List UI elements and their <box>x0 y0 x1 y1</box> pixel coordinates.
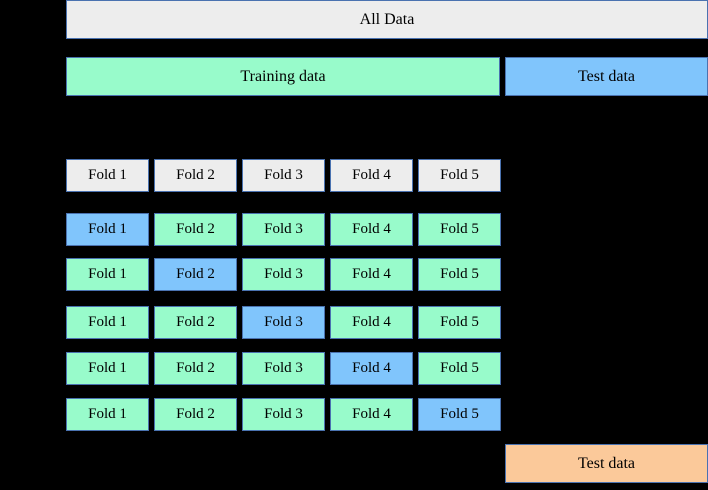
fold-cell: Fold 2 <box>154 258 237 291</box>
fold-cell: Fold 1 <box>66 159 149 192</box>
training-data-bar: Training data <box>66 57 500 96</box>
fold-cell: Fold 4 <box>330 398 413 431</box>
fold-cell: Fold 1 <box>66 398 149 431</box>
fold-cell: Fold 3 <box>242 159 325 192</box>
fold-cell: Fold 3 <box>242 306 325 339</box>
all-data-bar: All Data <box>66 0 708 39</box>
fold-cell: Fold 1 <box>66 258 149 291</box>
fold-cell: Fold 5 <box>418 398 501 431</box>
fold-cell: Fold 3 <box>242 398 325 431</box>
fold-cell: Fold 3 <box>242 213 325 246</box>
fold-cell: Fold 4 <box>330 352 413 385</box>
fold-cell: Fold 2 <box>154 159 237 192</box>
fold-cell: Fold 1 <box>66 352 149 385</box>
test-data-bar-top: Test data <box>505 57 708 96</box>
fold-cell: Fold 2 <box>154 213 237 246</box>
fold-cell: Fold 1 <box>66 306 149 339</box>
fold-cell: Fold 2 <box>154 352 237 385</box>
fold-cell: Fold 3 <box>242 352 325 385</box>
fold-cell: Fold 5 <box>418 213 501 246</box>
test-data-bar-bottom: Test data <box>505 444 708 483</box>
fold-cell: Fold 5 <box>418 159 501 192</box>
fold-cell: Fold 4 <box>330 213 413 246</box>
fold-cell: Fold 2 <box>154 306 237 339</box>
fold-cell: Fold 2 <box>154 398 237 431</box>
fold-cell: Fold 5 <box>418 258 501 291</box>
fold-cell: Fold 4 <box>330 258 413 291</box>
fold-cell: Fold 3 <box>242 258 325 291</box>
fold-cell: Fold 4 <box>330 306 413 339</box>
fold-cell: Fold 5 <box>418 306 501 339</box>
fold-cell: Fold 5 <box>418 352 501 385</box>
fold-cell: Fold 4 <box>330 159 413 192</box>
fold-cell: Fold 1 <box>66 213 149 246</box>
